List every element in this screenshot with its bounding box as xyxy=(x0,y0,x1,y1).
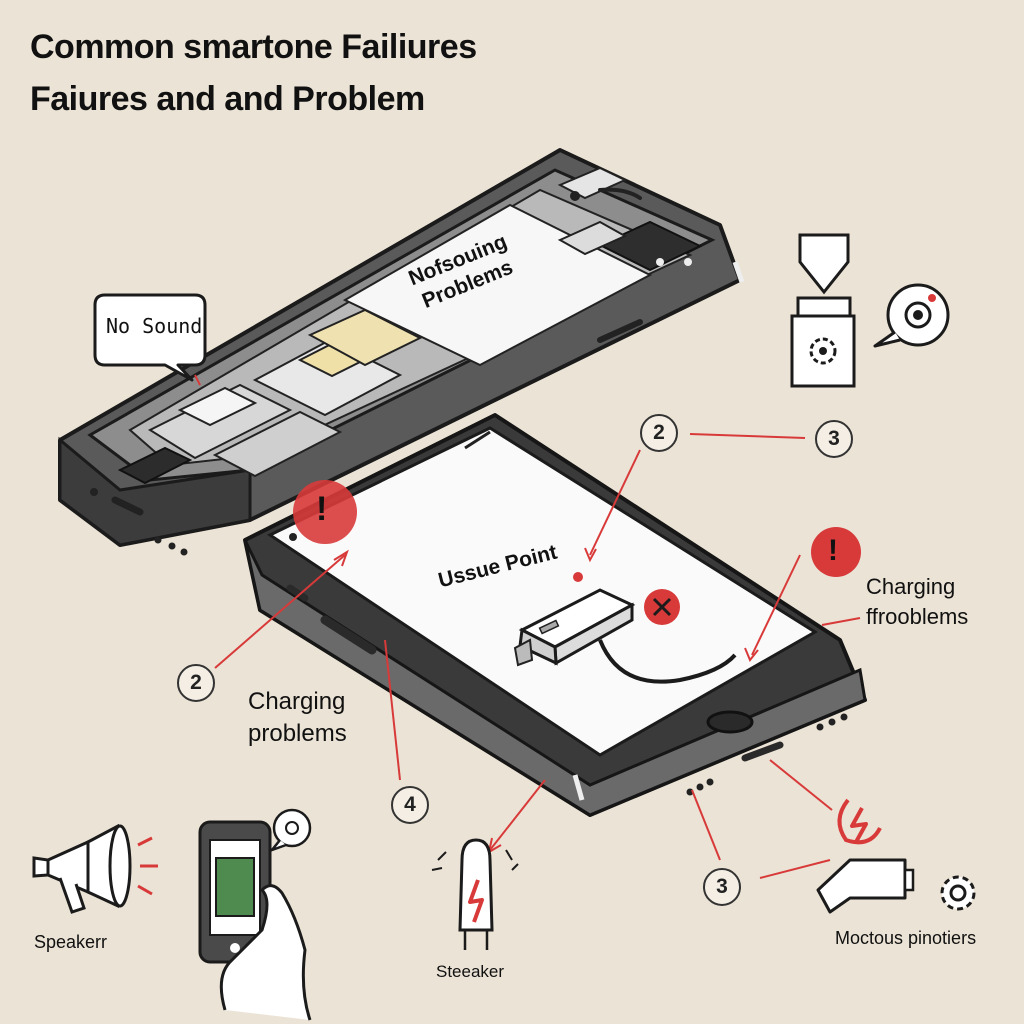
number-badge-2-left: 2 xyxy=(177,664,215,702)
camera-bubble-icon xyxy=(873,283,950,348)
hand-phone-icon xyxy=(198,808,312,1021)
charging-left-line-2: problems xyxy=(248,720,347,747)
speaker-megaphone-icon xyxy=(32,823,158,914)
no-sound-callout: No Sound xyxy=(106,314,203,338)
title-line-2: Faiures and and Problem xyxy=(30,80,425,118)
open-phone xyxy=(58,148,745,556)
charging-plug-icon xyxy=(816,798,915,914)
steeaker-label: Steeaker xyxy=(436,962,505,981)
title-line-1: Common smartone Failiures xyxy=(30,28,477,66)
sensor-icon xyxy=(790,233,856,388)
charging-right-line-2: ffrooblems xyxy=(866,604,969,629)
speech-bubble xyxy=(93,293,207,382)
charging-left-line-1: Charging xyxy=(248,688,346,715)
moctous-label: Moctous pinotiers xyxy=(835,928,977,948)
alert-mark-right: ! xyxy=(828,534,838,567)
charging-problems-left: Charging problems xyxy=(248,686,347,750)
charging-problems-right: Charging ffrooblems xyxy=(866,572,968,632)
charger-icon xyxy=(513,588,737,684)
battery-icon xyxy=(431,838,519,950)
number-badge-2-top: 2 xyxy=(640,414,678,452)
gear-icon xyxy=(940,875,976,911)
leader-lines xyxy=(194,374,861,879)
speaker-label: Speakerr xyxy=(34,932,108,952)
number-badge-3-bottom: 3 xyxy=(703,868,741,906)
charging-right-line-1: Charging xyxy=(866,574,956,599)
number-badge-3-top: 3 xyxy=(815,420,853,458)
alert-mark-left: ! xyxy=(316,490,328,528)
alert-marks xyxy=(293,480,861,625)
number-badge-4: 4 xyxy=(391,786,429,824)
